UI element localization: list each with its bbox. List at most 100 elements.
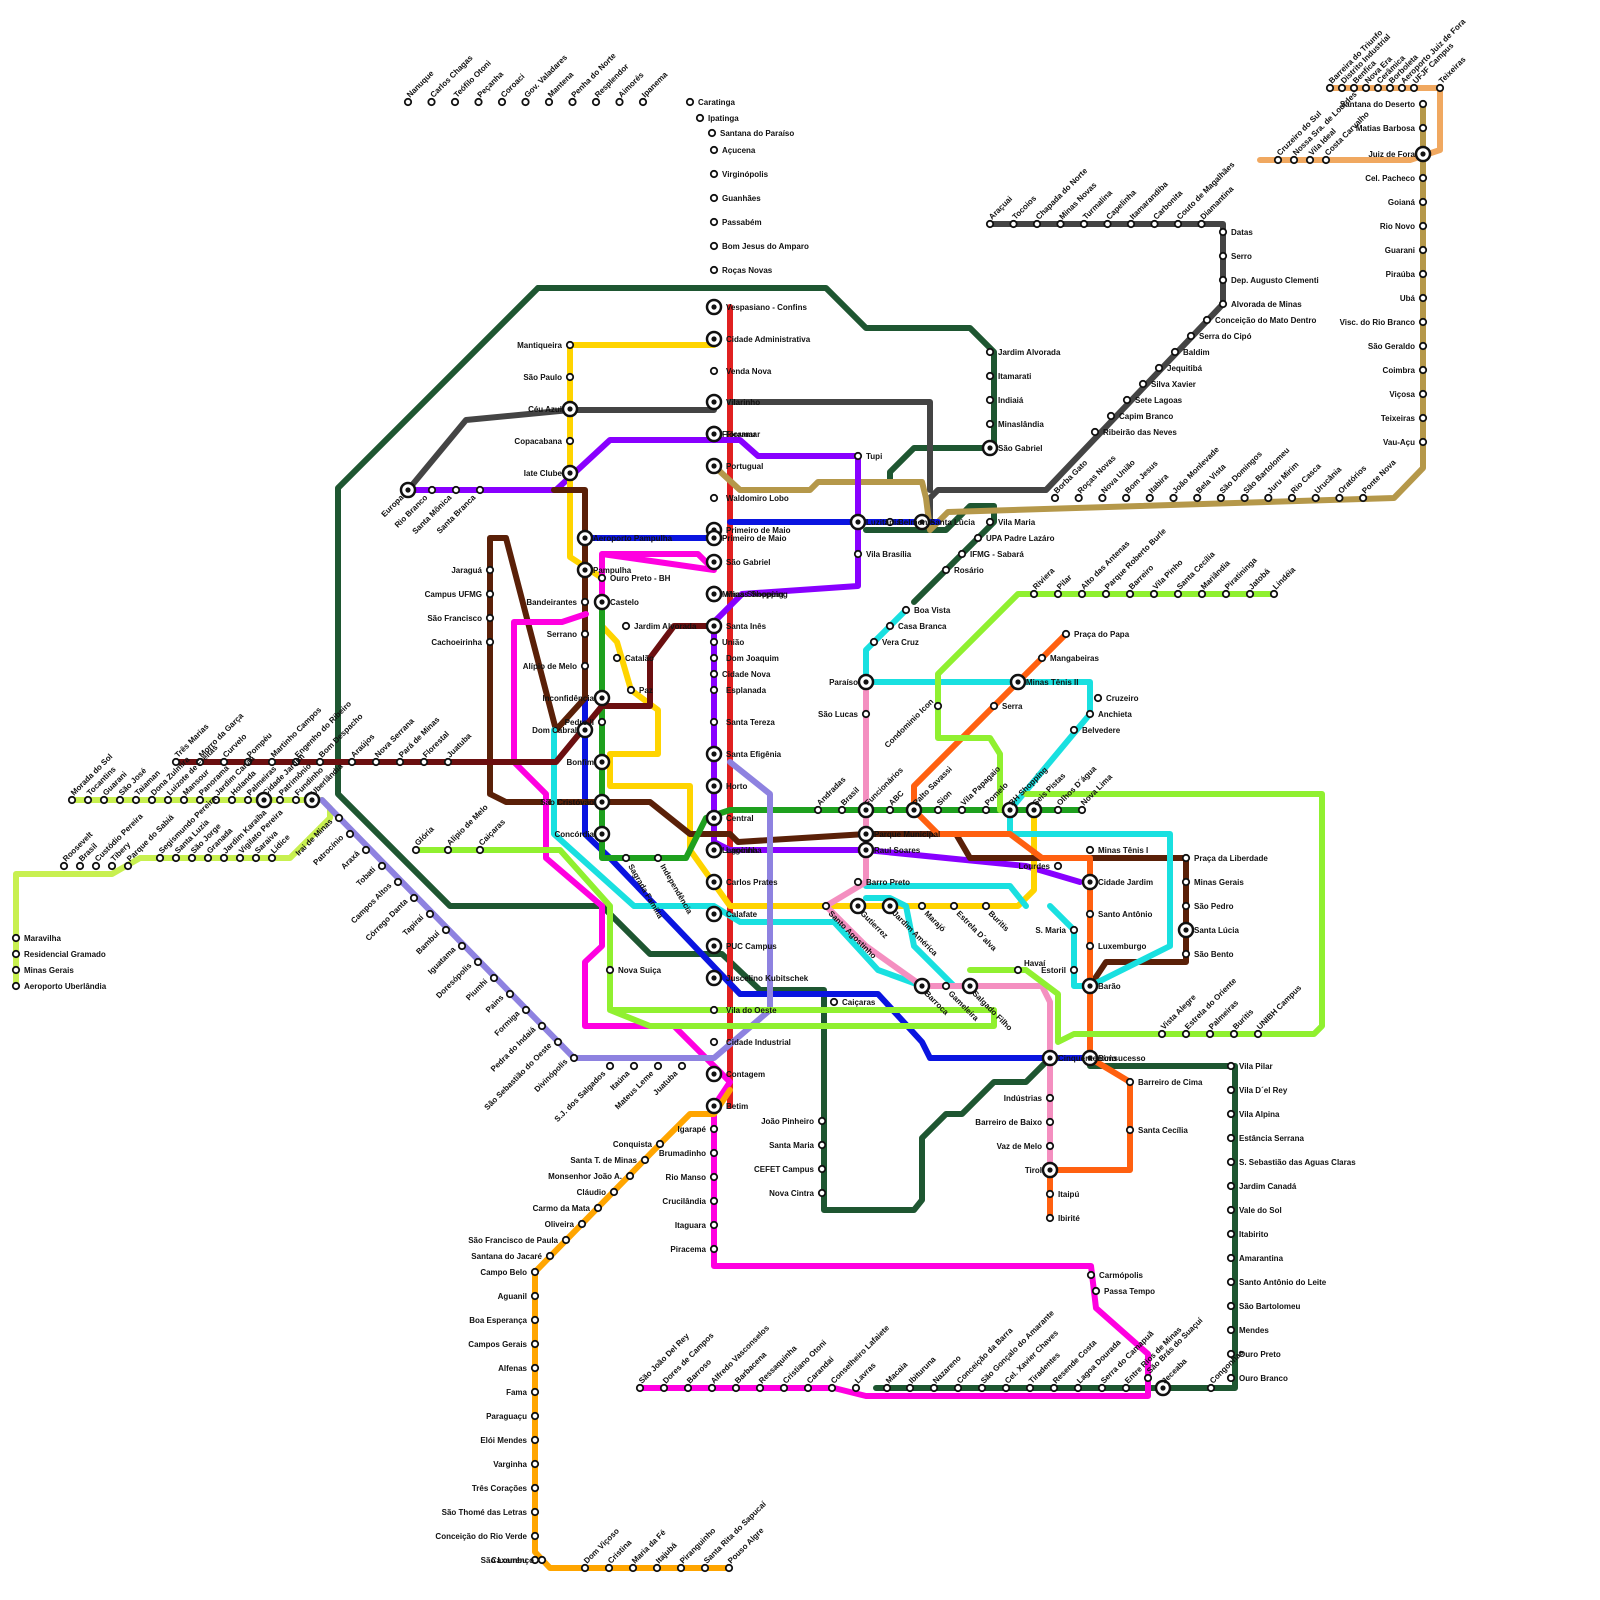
station-marker[interactable] (977, 1383, 987, 1393)
station-marker[interactable] (123, 861, 133, 871)
station-marker[interactable] (709, 265, 719, 275)
station-marker[interactable] (1181, 949, 1191, 959)
station-marker[interactable] (485, 613, 495, 623)
station-marker[interactable] (1085, 845, 1095, 855)
station-marker[interactable] (1226, 1109, 1236, 1119)
station-marker[interactable] (707, 1383, 717, 1393)
station-marker[interactable] (1122, 395, 1132, 405)
station-marker[interactable] (425, 909, 435, 919)
station-marker[interactable] (1325, 83, 1335, 93)
station-marker[interactable] (853, 451, 863, 461)
station-marker[interactable] (361, 845, 371, 855)
station-marker[interactable] (403, 97, 413, 107)
station-marker[interactable] (1229, 1029, 1239, 1039)
station-marker[interactable] (1418, 437, 1428, 447)
station-marker[interactable] (861, 709, 871, 719)
station-marker[interactable] (1226, 1277, 1236, 1287)
station-marker[interactable] (565, 372, 575, 382)
station-marker[interactable] (291, 757, 301, 767)
station-marker[interactable] (1197, 219, 1206, 229)
station-marker[interactable] (813, 805, 823, 815)
station-marker[interactable] (837, 805, 847, 815)
station-marker[interactable] (1418, 245, 1428, 255)
station-marker[interactable] (985, 347, 995, 357)
station-marker[interactable] (629, 1061, 639, 1071)
station-marker[interactable] (957, 805, 967, 815)
station-marker[interactable] (700, 1563, 710, 1573)
station-marker[interactable] (605, 965, 615, 975)
station-marker[interactable] (530, 1267, 540, 1277)
station-marker[interactable] (580, 661, 590, 671)
station-marker[interactable] (885, 621, 895, 631)
station-marker[interactable] (709, 717, 719, 727)
station-marker[interactable] (419, 757, 429, 767)
station-marker[interactable] (475, 485, 485, 495)
station-marker[interactable] (1053, 589, 1063, 599)
station-marker[interactable] (1273, 155, 1283, 165)
station-marker[interactable] (67, 795, 77, 805)
station-marker[interactable] (1226, 1253, 1236, 1263)
station-marker[interactable] (131, 795, 141, 805)
station-marker[interactable] (577, 1219, 587, 1229)
station-marker[interactable] (530, 1459, 540, 1469)
station-marker[interactable] (941, 981, 951, 991)
station-marker[interactable] (707, 128, 717, 138)
station-marker[interactable] (1091, 1286, 1101, 1296)
station-marker[interactable] (474, 97, 483, 107)
station-marker[interactable] (985, 395, 995, 405)
station-marker[interactable] (683, 1383, 693, 1393)
station-marker[interactable] (243, 795, 253, 805)
station-marker[interactable] (99, 795, 109, 805)
station-marker[interactable] (171, 853, 181, 863)
station-marker[interactable] (1418, 341, 1428, 351)
station-marker[interactable] (1321, 155, 1331, 165)
station-marker[interactable] (1245, 589, 1255, 599)
station-marker[interactable] (565, 436, 575, 446)
station-marker[interactable] (625, 1171, 635, 1181)
station-marker[interactable] (1138, 379, 1148, 389)
station-marker[interactable] (612, 653, 622, 663)
station-marker[interactable] (11, 981, 21, 991)
station-marker[interactable] (1073, 1383, 1083, 1393)
station-marker[interactable] (885, 517, 895, 527)
station-marker[interactable] (75, 861, 85, 871)
station-marker[interactable] (203, 853, 213, 863)
station-marker[interactable] (1218, 299, 1228, 309)
station-marker[interactable] (1098, 493, 1107, 503)
station-marker[interactable] (219, 853, 229, 863)
station-marker[interactable] (709, 366, 719, 376)
station-marker[interactable] (685, 97, 695, 107)
station-marker[interactable] (107, 861, 117, 871)
station-marker[interactable] (1085, 909, 1095, 919)
station-marker[interactable] (1061, 629, 1071, 639)
station-marker[interactable] (1361, 83, 1371, 93)
station-marker[interactable] (530, 1507, 540, 1517)
station-marker[interactable] (621, 621, 631, 631)
station-marker[interactable] (1335, 493, 1344, 503)
station-marker[interactable] (163, 795, 173, 805)
station-marker[interactable] (1181, 901, 1191, 911)
station-marker[interactable] (347, 757, 357, 767)
station-marker[interactable] (59, 861, 69, 871)
station-marker[interactable] (981, 805, 991, 815)
station-marker[interactable] (851, 1383, 861, 1393)
station-marker[interactable] (1049, 1383, 1059, 1393)
station-marker[interactable] (949, 901, 959, 911)
station-marker[interactable] (1069, 925, 1079, 935)
station-marker[interactable] (1289, 155, 1299, 165)
station-marker[interactable] (441, 925, 451, 935)
station-marker[interactable] (1226, 1133, 1236, 1143)
station-marker[interactable] (1202, 315, 1212, 325)
station-marker[interactable] (1218, 227, 1228, 237)
station-marker[interactable] (779, 1383, 789, 1393)
station-marker[interactable] (1045, 1189, 1055, 1199)
station-marker[interactable] (1143, 1373, 1153, 1383)
station-marker[interactable] (626, 685, 636, 695)
station-marker[interactable] (11, 949, 21, 959)
station-marker[interactable] (83, 795, 93, 805)
station-marker[interactable] (1253, 1029, 1263, 1039)
station-marker[interactable] (1090, 427, 1100, 437)
station-marker[interactable] (427, 97, 436, 107)
station-marker[interactable] (485, 637, 495, 647)
station-marker[interactable] (1103, 219, 1112, 229)
